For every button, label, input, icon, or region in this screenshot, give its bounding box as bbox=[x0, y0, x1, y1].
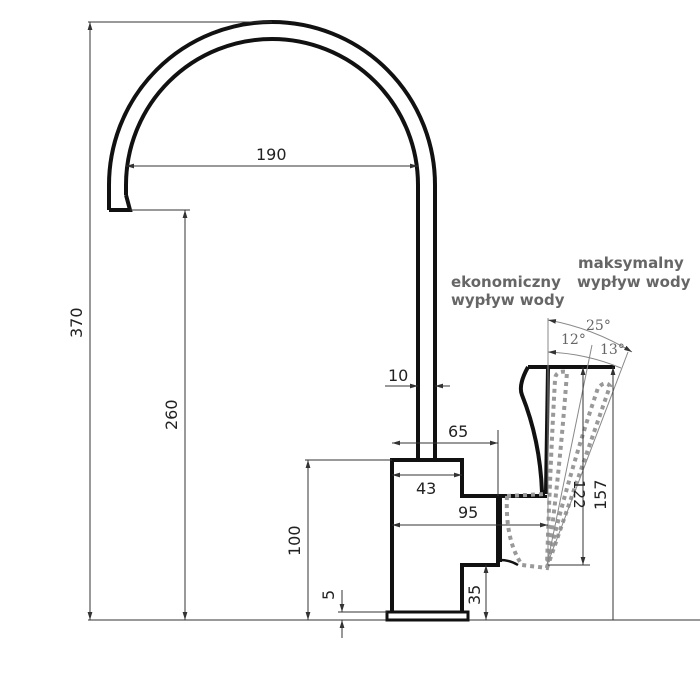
dim-total-height: 370 bbox=[67, 307, 86, 338]
dim-spout-height: 260 bbox=[162, 399, 181, 430]
dim-body-height: 100 bbox=[285, 525, 304, 556]
faucet-body bbox=[390, 458, 500, 612]
dim-pipe-diameter: 10 bbox=[388, 366, 408, 385]
spout bbox=[107, 20, 437, 458]
handle-eco-position bbox=[504, 369, 570, 571]
dim-base-thickness: 5 bbox=[319, 590, 338, 600]
angle-extra-label: 13° bbox=[600, 342, 625, 358]
dim-body-width: 43 bbox=[416, 479, 436, 498]
dim-top-width: 65 bbox=[448, 422, 468, 441]
handle bbox=[498, 365, 615, 571]
base-plate bbox=[385, 610, 470, 622]
max-flow-label-line1: maksymalny bbox=[578, 254, 684, 272]
handle-max-position bbox=[545, 381, 613, 569]
dim-spout-reach: 190 bbox=[256, 145, 287, 164]
eco-flow-label-line1: ekonomiczny bbox=[451, 273, 561, 291]
dimension-lines bbox=[87, 21, 616, 638]
angle-total-label: 25° bbox=[586, 318, 611, 334]
dim-handle-reach: 95 bbox=[458, 503, 478, 522]
dim-handle-height-max: 157 bbox=[591, 479, 610, 510]
eco-flow-label-line2: wypływ wody bbox=[451, 291, 565, 309]
max-flow-label-line2: wypływ wody bbox=[577, 273, 691, 291]
angle-eco-label: 12° bbox=[561, 332, 586, 348]
dim-lower-step: 35 bbox=[465, 585, 484, 605]
dim-handle-height-eco: 122 bbox=[570, 480, 588, 509]
